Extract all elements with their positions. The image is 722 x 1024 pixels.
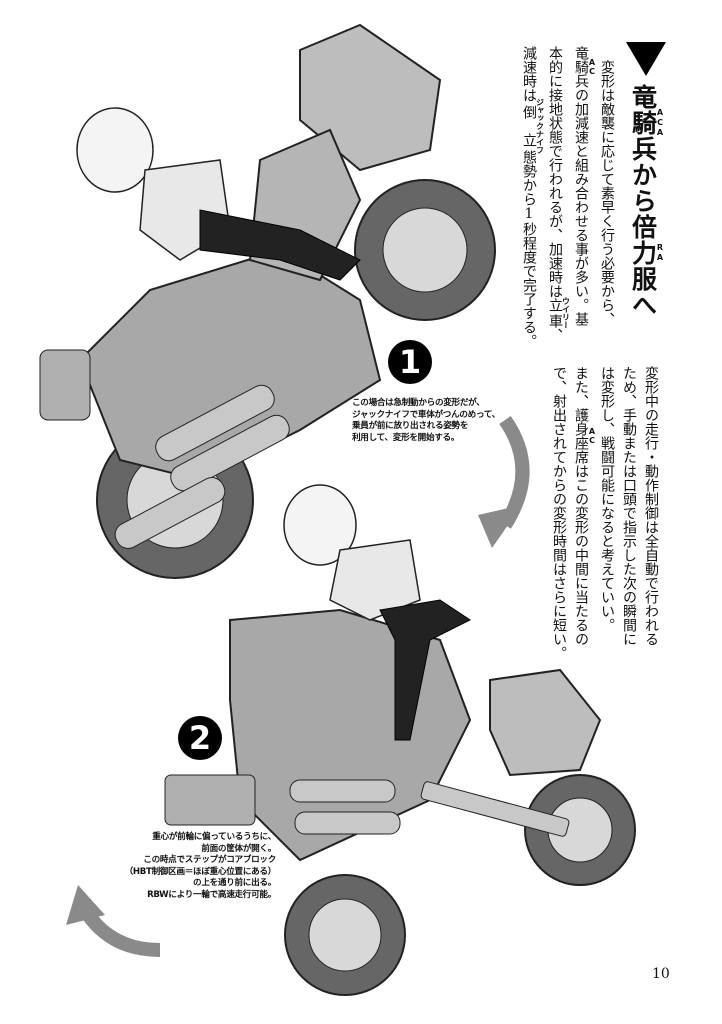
text-run: は変形し、戦闘可能になると考えていい。 — [599, 366, 615, 632]
step-2-caption: 重心が前輪に偏っているうちに、 前面の筐体が開く。 この時点でステップがコアブロ… — [124, 832, 277, 901]
text-run: で、射出されてからの変形時間はさらに短い。 — [551, 366, 567, 660]
ruby-annotation: ACA — [655, 84, 665, 162]
text-line: また、護身座席ACはこの変形の中間に当たるの — [570, 366, 597, 676]
bike-body — [78, 248, 382, 482]
illustration-step-1 — [39, 23, 496, 579]
text-line: 本的に接地状態で行われるが、加速時は立車ウイリー、 — [544, 46, 571, 356]
caption-line: 重心が前輪に偏っているうちに、 — [152, 832, 276, 842]
text-line: 変形中の走行・動作制御は全自動で行われる — [640, 366, 662, 676]
ruby-base: 立車 — [547, 297, 563, 329]
ruby-base: 竜騎兵 — [573, 46, 589, 88]
section-heading: 竜騎兵ACAから倍力服RAへ — [623, 84, 665, 354]
ruby-base: 護身座席 — [573, 408, 589, 464]
text-run: 変形中の走行・動作制御は全自動で行われる — [643, 366, 659, 646]
text-run: 本的に接地状態で行われるが、加速時は — [547, 46, 563, 298]
ruby-annotation: AC — [587, 408, 597, 464]
ruby-base: 倒立 — [521, 98, 537, 154]
rider-figure-2 — [283, 484, 471, 741]
text-run: また、 — [573, 366, 589, 408]
cargo-box — [489, 668, 602, 777]
text-run: へ — [628, 292, 658, 318]
caption-line: 前面の筐体が開く。 — [201, 843, 276, 854]
ruby-annotation: ジャックナイフ — [535, 98, 545, 154]
caption-line: 利用して、変形を開始する。 — [352, 432, 460, 443]
ruby-text: 護身座席AC — [573, 408, 597, 464]
text-run: 減速時は — [521, 46, 537, 102]
body-paragraph-2: 変形中の走行・動作制御は全自動で行われるため、手動または口頭で指示した次の瞬間に… — [548, 366, 662, 676]
cargo-box — [299, 23, 442, 172]
caption-line: の上を通り前に出る。 — [193, 878, 276, 888]
text-run: の加減速と組み合わせる事が多い。基 — [573, 88, 589, 326]
text-line: ため、手動または口頭で指示した次の瞬間に — [618, 366, 640, 676]
text-line: 減速時は倒立ジャックナイフ態勢から1秒程度で完了する。 — [518, 46, 545, 356]
exhaust-pipes — [155, 384, 275, 462]
step-number-badge-2: 2 — [178, 716, 222, 760]
text-run: はこの変形の中間に当たるの — [573, 464, 589, 646]
text-run: 態勢から1秒程度で完了する。 — [521, 150, 537, 348]
ruby-text: 竜騎兵ACA — [628, 84, 665, 162]
ruby-text: 倒立ジャックナイフ — [521, 98, 545, 154]
illustration-step-2 — [164, 484, 636, 996]
text-line: で、射出されてからの変形時間はさらに短い。 — [548, 366, 570, 676]
ruby-annotation: RA — [655, 214, 665, 292]
caption-line: この場合は急制動からの変形だが、 — [352, 398, 485, 408]
ruby-text: 倍力服RA — [628, 214, 665, 292]
ruby-base: 竜騎兵 — [628, 84, 658, 162]
ruby-text: 竜騎兵AC — [573, 46, 597, 88]
text-line: は変形し、戦闘可能になると考えていい。 — [596, 366, 618, 676]
caption-line: RBWにより一輪で高速走行可能。 — [147, 889, 276, 900]
text-line: 竜騎兵ACの加減速と組み合わせる事が多い。基 — [570, 46, 597, 356]
triangle-down-icon — [626, 42, 666, 76]
text-run: ため、手動または口頭で指示した次の瞬間に — [621, 366, 637, 646]
ruby-text: 立車ウイリー — [547, 297, 571, 329]
step-1-caption: この場合は急制動からの変形だが、 ジャックナイフで車体がつんのめって、 乗員が前… — [352, 398, 500, 444]
page-number: 10 — [652, 966, 670, 982]
text-line: 変形は敵襲に応じて素早く行う必要から、 — [596, 46, 618, 356]
rider-figure-1 — [76, 107, 361, 281]
caption-line: ジャックナイフで車体がつんのめって、 — [352, 409, 500, 420]
ruby-annotation: ウイリー — [561, 297, 571, 329]
ruby-base: 倍力服 — [628, 214, 658, 292]
caption-line: この時点でステップがコアブロック — [143, 855, 276, 865]
caption-line: 乗員が前に放り出される姿勢を — [352, 421, 469, 431]
step-number-badge-1: 1 — [388, 340, 432, 384]
body-paragraph-1: 変形は敵襲に応じて素早く行う必要から、竜騎兵ACの加減速と組み合わせる事が多い。… — [518, 46, 618, 356]
caption-line: （HBT制御区画＝ほぼ重心位置にある） — [124, 866, 277, 877]
front-housing — [164, 774, 256, 826]
ruby-annotation: AC — [587, 46, 597, 88]
text-run: 変形は敵襲に応じて素早く行う必要から、 — [599, 46, 615, 326]
text-run: から — [628, 162, 658, 214]
exhaust-pipes — [289, 779, 396, 803]
text-run: 、 — [547, 328, 563, 342]
